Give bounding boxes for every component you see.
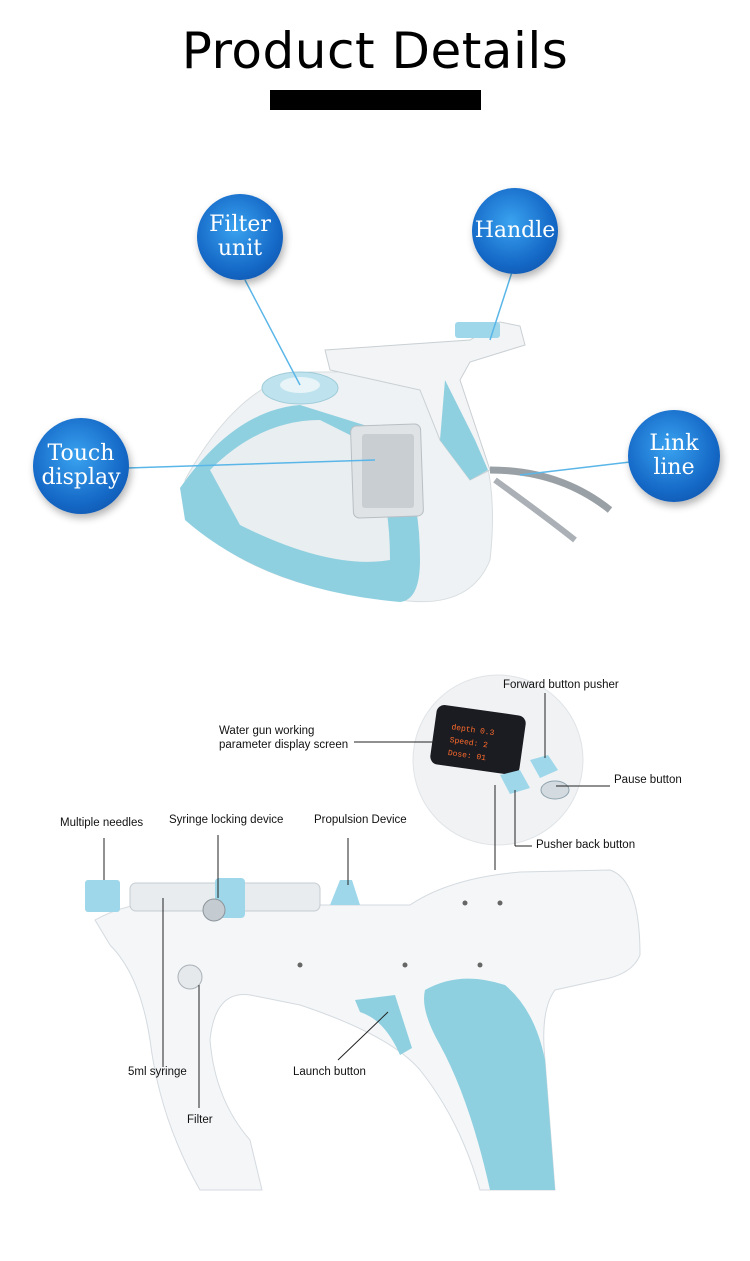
label-forward-button-pusher: Forward button pusher [503, 679, 619, 691]
grip-blue [424, 978, 555, 1190]
pause-button-shape [540, 780, 570, 800]
callout-filter-unit: Filter unit [197, 194, 283, 280]
label-water-gun-screen: Water gun working parameter display scre… [219, 725, 349, 751]
callout-link-line: Link line [628, 410, 720, 502]
label-propulsion-device: Propulsion Device [314, 814, 407, 826]
launch-trigger [355, 995, 412, 1055]
filter-knob [177, 964, 203, 990]
title-underline [270, 90, 481, 110]
pusher-back-button-shape [500, 770, 530, 794]
page-title: Product Details [181, 22, 569, 80]
callout-touch-display: Touch display [33, 418, 129, 514]
label-filter: Filter [187, 1114, 213, 1126]
label-5ml-syringe: 5ml syringe [128, 1066, 187, 1078]
needles-tip [85, 880, 120, 912]
parameter-display-screen [430, 705, 526, 775]
label-multiple-needles: Multiple needles [60, 817, 144, 829]
callout-handle: Handle [472, 188, 558, 274]
propulsion-device [330, 880, 360, 905]
label-pause-button: Pause button [614, 774, 682, 786]
label-pusher-back-button: Pusher back button [536, 839, 636, 851]
label-launch-button: Launch button [293, 1066, 366, 1078]
label-syringe-locking-device: Syringe locking device [169, 814, 284, 826]
link-line-cable [489, 466, 613, 513]
forward-button [530, 755, 558, 778]
